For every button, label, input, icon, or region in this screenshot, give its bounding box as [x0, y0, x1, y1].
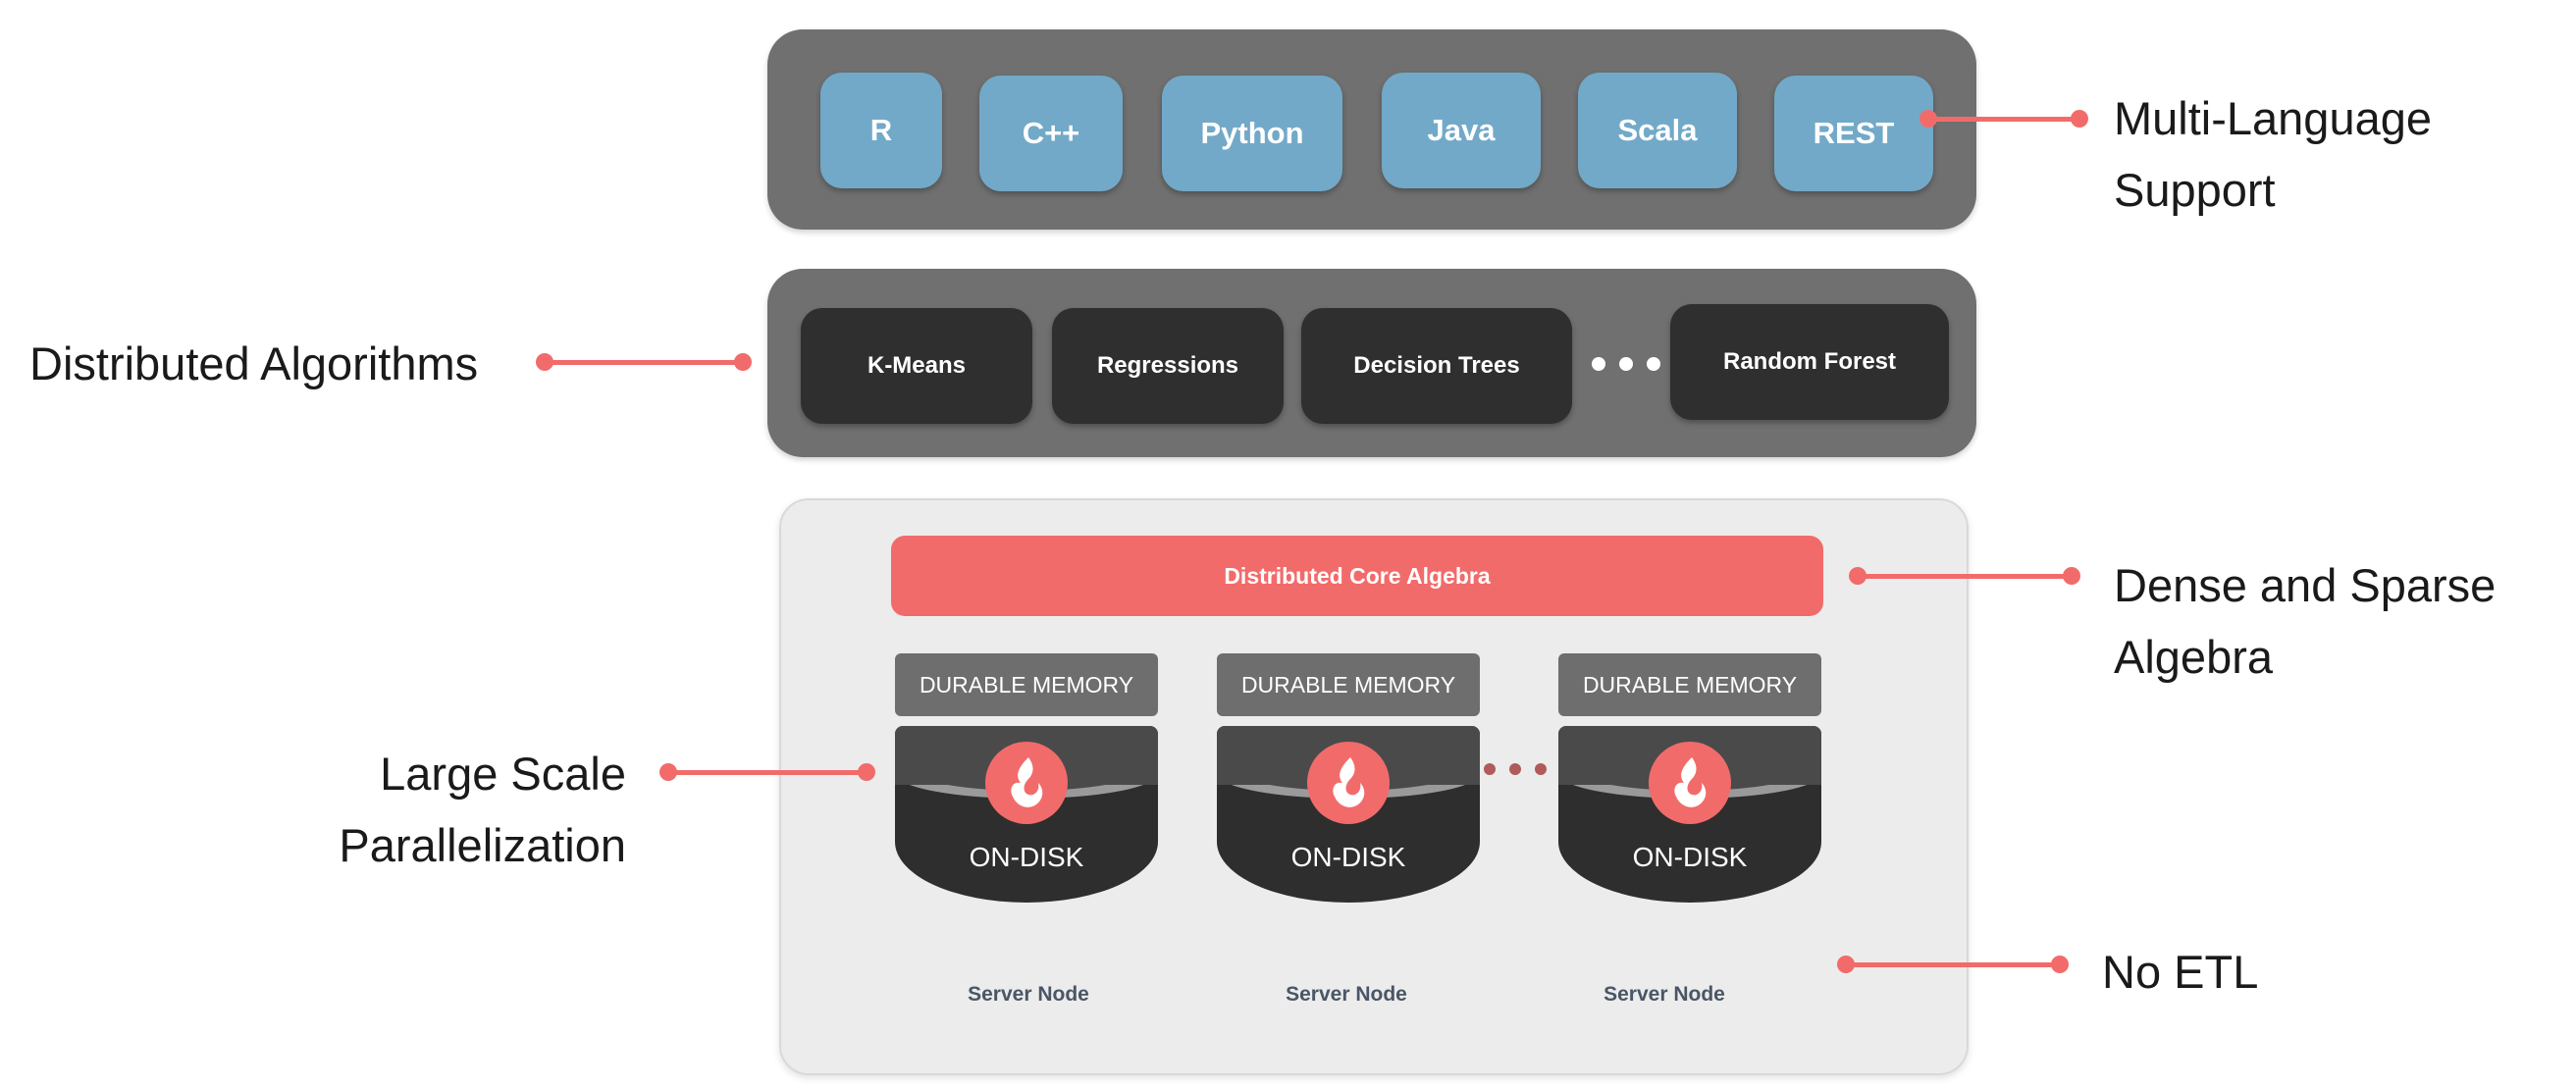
language-chip-r: R	[820, 73, 942, 188]
algorithm-chip-random-forest: Random Forest	[1670, 304, 1949, 420]
node-ellipsis	[1484, 763, 1547, 775]
language-chip-java: Java	[1382, 73, 1541, 188]
connector-distributed-algorithms	[545, 360, 741, 365]
flame-logo-icon	[1307, 742, 1390, 824]
callout-no-etl: No ETL	[2102, 946, 2259, 998]
server-node-caption-2: Server Node	[1286, 983, 1407, 1006]
durable-memory-label: DURABLE MEMORY	[1558, 653, 1821, 716]
on-disk-label: ON-DISK	[1290, 842, 1406, 872]
server-node-caption-1: Server Node	[968, 983, 1089, 1006]
on-disk-label: ON-DISK	[1632, 842, 1748, 872]
algorithm-chip-decision-trees: Decision Trees	[1301, 308, 1572, 424]
connector-large-scale	[668, 770, 865, 775]
durable-memory-label: DURABLE MEMORY	[895, 653, 1158, 716]
durable-memory-label: DURABLE MEMORY	[1217, 653, 1480, 716]
callout-dot	[2071, 110, 2088, 128]
server-node-caption-3: Server Node	[1603, 983, 1725, 1006]
callout-dot	[734, 353, 752, 371]
algorithm-panel: K-Means Regressions Decision Trees Rando…	[767, 269, 1976, 457]
server-node-2: DURABLE MEMORY ON-DISK	[1217, 653, 1480, 918]
algorithm-chip-regressions: Regressions	[1052, 308, 1284, 424]
on-disk-label: ON-DISK	[969, 842, 1084, 872]
callout-distributed-algorithms: Distributed Algorithms	[29, 337, 479, 389]
algorithm-ellipsis	[1592, 357, 1660, 371]
language-chip-python: Python	[1162, 76, 1342, 191]
distributed-core-algebra-bar: Distributed Core Algebra	[891, 536, 1823, 616]
connector-dense-sparse	[1858, 574, 2070, 579]
connector-no-etl	[1846, 962, 2058, 967]
callout-dot	[2051, 956, 2069, 973]
server-node-3: DURABLE MEMORY ON-DISK	[1558, 653, 1821, 918]
language-chip-scala: Scala	[1578, 73, 1737, 188]
callout-dot	[858, 763, 875, 781]
callout-dense-and-sparse-algebra: Dense and Sparse Algebra	[2114, 559, 2497, 683]
connector-multi-language	[1928, 117, 2078, 122]
algorithm-chip-kmeans: K-Means	[801, 308, 1032, 424]
language-chip-rest: REST	[1774, 76, 1933, 191]
callout-large-scale-parallelization: Large Scale Parallelization	[339, 748, 626, 871]
language-chip-cpp: C++	[979, 76, 1123, 191]
flame-logo-icon	[1649, 742, 1731, 824]
language-panel: R C++ Python Java Scala REST	[767, 29, 1976, 230]
flame-logo-icon	[985, 742, 1068, 824]
callout-dot	[2063, 567, 2080, 585]
server-node-1: DURABLE MEMORY ON-DISK	[895, 653, 1158, 918]
callout-multi-language-support: Multi-Language Support	[2114, 92, 2432, 216]
